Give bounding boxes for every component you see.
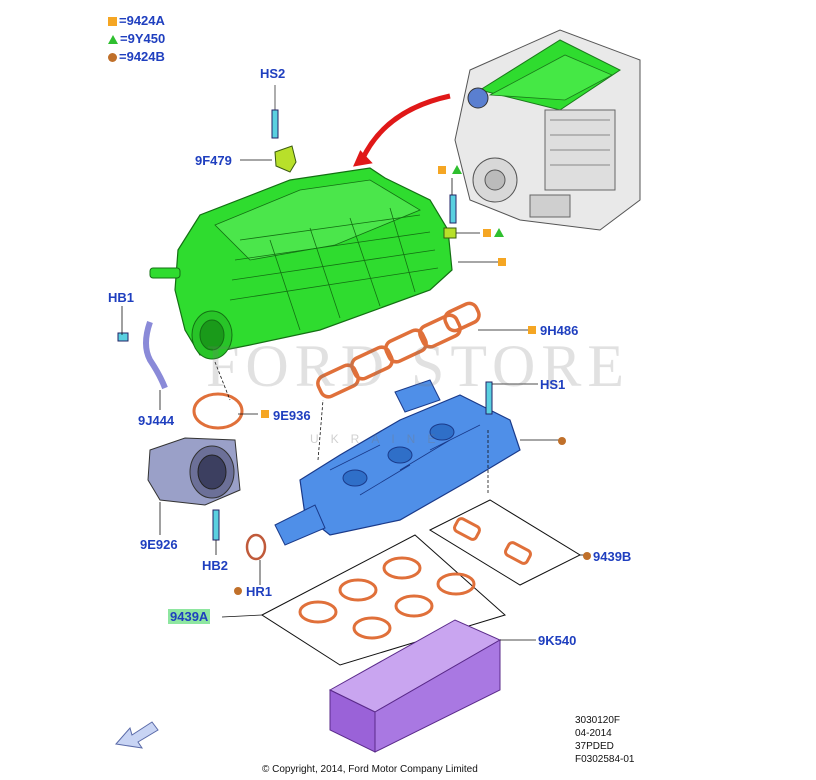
label-9e936[interactable]: 9E936	[273, 408, 311, 423]
label-9439a-text: 9439A	[168, 609, 211, 624]
copyright-notice: © Copyright, 2014, Ford Motor Company Li…	[262, 764, 478, 775]
watermark-text: FORD STORE	[206, 333, 630, 399]
gasket-9h486	[316, 301, 481, 399]
gasket-set-9439a	[261, 534, 506, 666]
gasket-set-9439b	[428, 499, 582, 586]
label-9k540[interactable]: 9K540	[538, 633, 577, 648]
label-9f479[interactable]: 9F479	[195, 153, 232, 168]
o-ring-9e936	[192, 392, 244, 430]
label-9e926[interactable]: 9E926	[140, 537, 178, 552]
ring-hr1	[245, 533, 267, 561]
legend-item-circle: =9424B	[108, 49, 165, 64]
label-hs2[interactable]: HS2	[260, 66, 286, 81]
stud-hs1	[485, 381, 493, 415]
square-marker-icon	[108, 17, 117, 27]
bolt-hb1	[117, 332, 129, 342]
leader-lines	[121, 159, 590, 641]
reference-line: F0302584-01	[575, 754, 635, 765]
red-pointer-arrow-icon	[359, 93, 451, 162]
throttle-body-9e926	[147, 437, 241, 506]
sensor-hs2-bolt	[271, 85, 279, 139]
engine-illustration	[454, 29, 641, 231]
legend-item-square: =9424A	[108, 13, 165, 28]
direction-arrow-icon	[115, 721, 159, 749]
label-9j444[interactable]: 9J444	[138, 413, 175, 428]
watermark-subtext: UKRAINE	[310, 432, 448, 446]
label-9h486[interactable]: 9H486	[540, 323, 579, 338]
label-hr1[interactable]: HR1	[246, 584, 273, 599]
triangle-marker-icon	[108, 35, 118, 45]
bolt-hb2	[212, 509, 220, 541]
callout-markers	[234, 165, 591, 595]
seal-9j444	[143, 321, 168, 390]
reference-line: 37PDED	[575, 741, 614, 752]
legend-code: 9424A	[126, 13, 165, 28]
cover-9k540	[328, 619, 502, 753]
legend-code: 9Y450	[127, 31, 166, 46]
label-9439a[interactable]: 9439A	[168, 609, 211, 624]
legend-code: 9424B	[126, 49, 165, 64]
upper-intake-manifold	[149, 145, 453, 360]
reference-block: 3030120F 04-2014 37PDED F0302584-01	[575, 714, 635, 766]
label-hs1[interactable]: HS1	[540, 377, 566, 392]
label-hb2[interactable]: HB2	[202, 558, 229, 573]
reference-line: 04-2014	[575, 728, 612, 739]
label-hb1[interactable]: HB1	[108, 290, 135, 305]
lower-intake-manifold	[274, 379, 521, 546]
reference-line: 3030120F	[575, 715, 621, 726]
stud-upper	[449, 194, 457, 224]
spacer-upper	[443, 227, 457, 239]
label-9439b[interactable]: 9439B	[593, 549, 632, 564]
legend-item-triangle: =9Y450	[108, 31, 165, 46]
circle-marker-icon	[108, 53, 117, 63]
